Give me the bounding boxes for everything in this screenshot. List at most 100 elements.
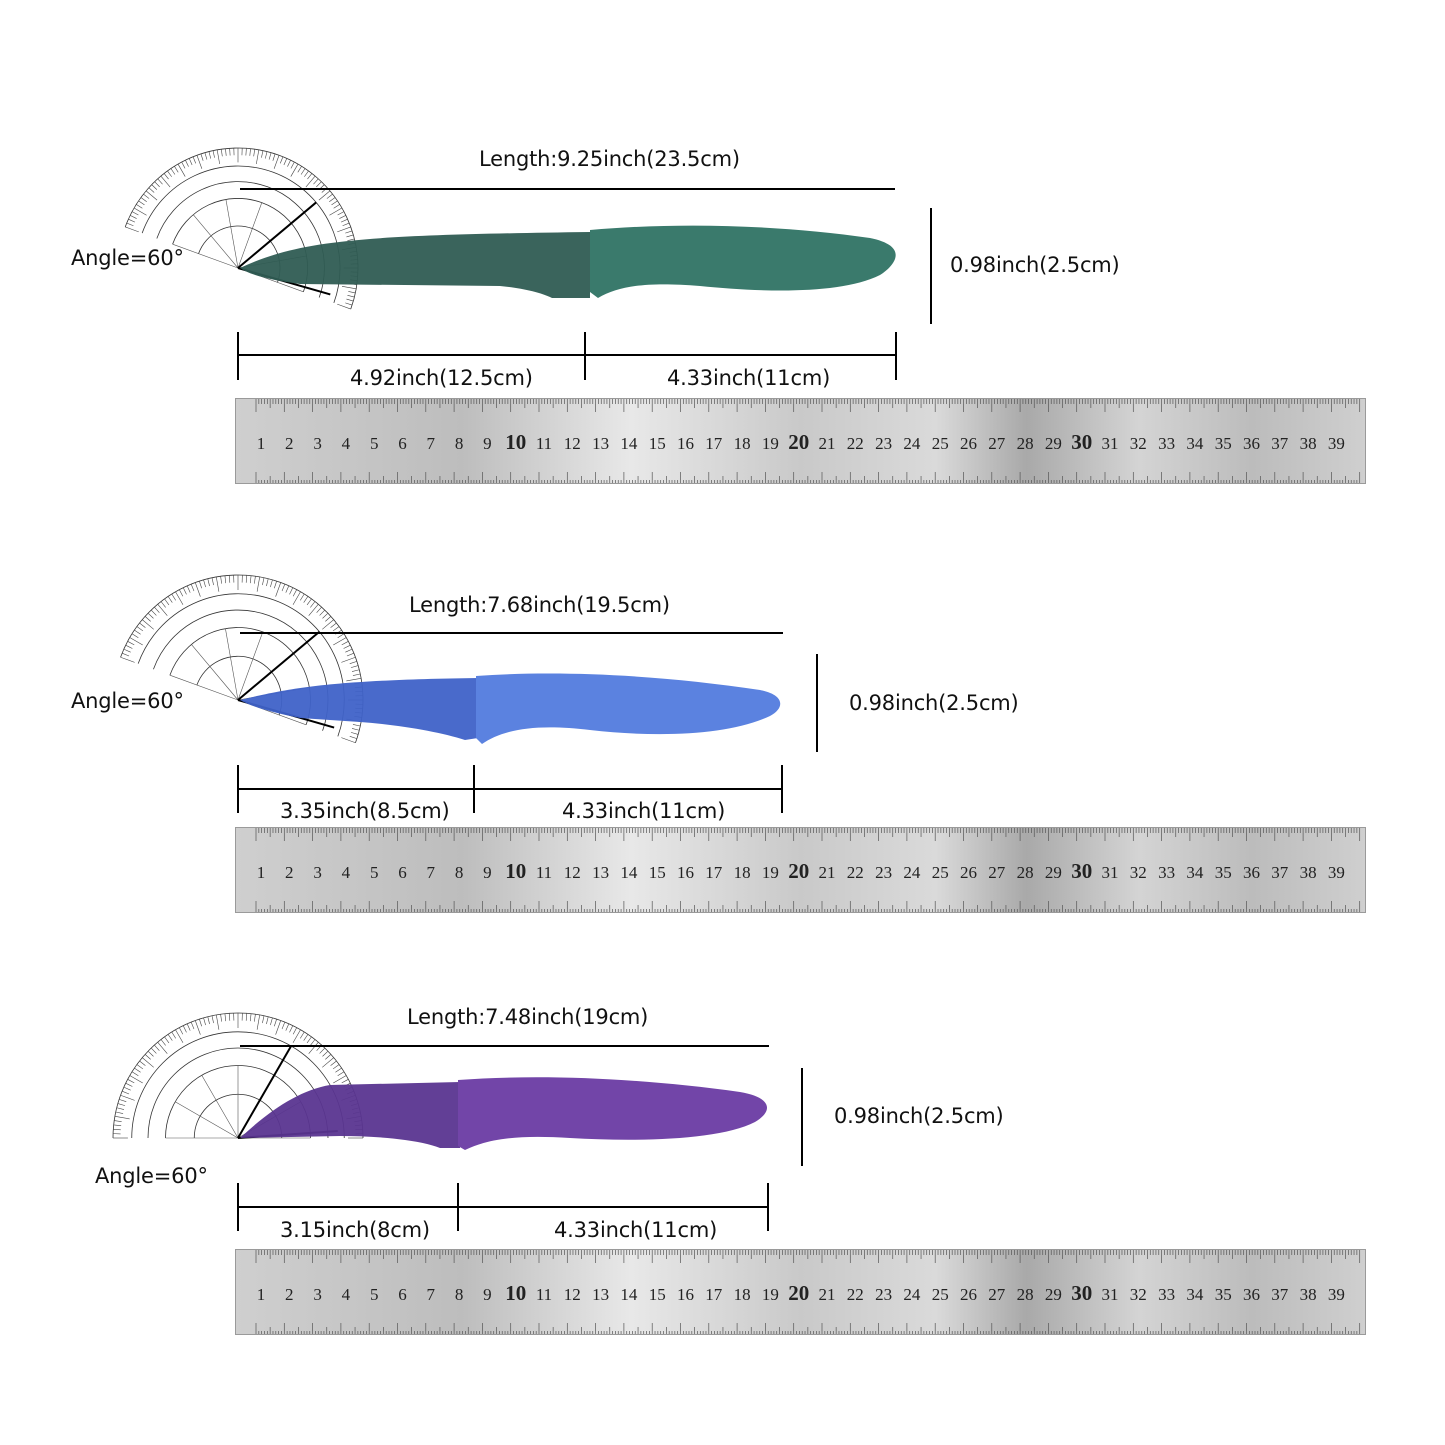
protractor-tick bbox=[319, 1047, 326, 1054]
ruler-number: 38 bbox=[1300, 863, 1317, 882]
protractor-tick bbox=[154, 181, 160, 188]
protractor-tick bbox=[126, 222, 134, 227]
protractor-tick bbox=[322, 1057, 334, 1068]
protractor-tick bbox=[333, 637, 347, 646]
protractor-tick bbox=[167, 596, 173, 603]
ruler-number: 23 bbox=[875, 1285, 892, 1304]
dim-line-2 bbox=[238, 788, 783, 790]
protractor-tick bbox=[254, 576, 256, 584]
protractor-tick bbox=[150, 1047, 157, 1054]
protractor-tick bbox=[130, 215, 137, 219]
protractor-tick bbox=[224, 575, 227, 584]
protractor-tick bbox=[171, 593, 176, 601]
ruler-number: 28 bbox=[1017, 863, 1034, 882]
ruler-number: 34 bbox=[1186, 1285, 1204, 1304]
protractor-tick bbox=[319, 609, 326, 616]
protractor-tick bbox=[351, 728, 360, 731]
ruler-number: 29 bbox=[1045, 863, 1062, 882]
protractor-tick bbox=[270, 579, 273, 588]
protractor-tick bbox=[245, 575, 248, 583]
protractor-tick bbox=[221, 149, 223, 157]
ruler-number: 24 bbox=[903, 863, 921, 882]
protractor-tick bbox=[337, 303, 351, 310]
protractor-tick bbox=[192, 156, 197, 164]
protractor-tick bbox=[343, 644, 351, 649]
protractor-tick bbox=[350, 665, 359, 668]
ruler-number: 17 bbox=[705, 434, 723, 453]
protractor-tick bbox=[266, 1016, 269, 1025]
protractor-tick bbox=[196, 155, 203, 169]
protractor-tick bbox=[203, 579, 206, 588]
protractor-tick bbox=[163, 173, 169, 180]
protractor-tick bbox=[228, 575, 231, 583]
protractor-tick bbox=[325, 1054, 332, 1060]
protractor-tick bbox=[330, 1060, 337, 1066]
protractor-tick bbox=[305, 175, 316, 188]
protractor-tick bbox=[339, 215, 346, 219]
protractor-tick bbox=[325, 616, 332, 622]
protractor-tick bbox=[275, 1020, 282, 1035]
protractor-tick bbox=[120, 656, 135, 663]
protractor-tick bbox=[310, 601, 316, 608]
knife-3-artwork bbox=[112, 1012, 767, 1150]
protractor-ray bbox=[175, 1101, 239, 1139]
ruler-number: 7 bbox=[427, 863, 436, 882]
ruler-number: 3 bbox=[313, 434, 322, 453]
protractor-ray bbox=[225, 628, 239, 701]
ruler-number: 36 bbox=[1243, 434, 1260, 453]
ruler-number: 7 bbox=[427, 434, 436, 453]
protractor-tick bbox=[283, 158, 288, 166]
protractor-tick bbox=[266, 578, 269, 587]
ruler-number: 32 bbox=[1130, 863, 1147, 882]
protractor-tick bbox=[290, 163, 299, 177]
protractor-tick bbox=[292, 1027, 297, 1035]
dim-line-3 bbox=[238, 1206, 769, 1208]
ruler-number: 22 bbox=[847, 434, 864, 453]
ruler-number: 13 bbox=[592, 434, 609, 453]
ruler-number: 3 bbox=[313, 1285, 322, 1304]
protractor-tick bbox=[245, 148, 247, 156]
ruler-number: 4 bbox=[342, 863, 351, 882]
ruler-number: 15 bbox=[649, 863, 666, 882]
protractor-tick bbox=[203, 1017, 206, 1026]
ruler-number: 19 bbox=[762, 863, 779, 882]
ruler-number: 4 bbox=[342, 1285, 351, 1304]
protractor-tick bbox=[322, 619, 334, 630]
protractor-tick bbox=[313, 178, 319, 185]
ruler-number: 1 bbox=[257, 434, 266, 453]
protractor-tick bbox=[303, 596, 309, 603]
ruler-number: 18 bbox=[734, 863, 751, 882]
protractor-tick bbox=[125, 1082, 133, 1087]
protractor-tick bbox=[131, 633, 139, 638]
ruler-number: 10 bbox=[505, 430, 526, 454]
ruler-number: 3 bbox=[313, 863, 322, 882]
protractor-tick bbox=[274, 1019, 277, 1027]
protractor-tick bbox=[212, 150, 215, 158]
ruler-number: 22 bbox=[847, 863, 864, 882]
protractor-tick bbox=[337, 633, 345, 638]
ruler-number: 17 bbox=[705, 863, 723, 882]
protractor-tick bbox=[345, 302, 353, 306]
protractor-tick bbox=[207, 1016, 210, 1025]
knife-1-blade bbox=[240, 232, 590, 298]
ruler-number: 5 bbox=[370, 434, 379, 453]
protractor-tick bbox=[254, 1014, 256, 1022]
ruler-number: 1 bbox=[257, 1285, 266, 1304]
ruler-number: 10 bbox=[505, 1281, 526, 1305]
ruler-number: 31 bbox=[1102, 863, 1119, 882]
protractor-tick bbox=[256, 576, 261, 592]
protractor-ray bbox=[237, 202, 263, 269]
protractor-tick bbox=[121, 1090, 130, 1095]
protractor-tick bbox=[142, 619, 154, 630]
ruler-number: 5 bbox=[370, 1285, 379, 1304]
protractor-tick bbox=[270, 1017, 273, 1026]
ruler-number: 25 bbox=[932, 434, 949, 453]
protractor-tick bbox=[171, 1031, 176, 1039]
ruler-number: 14 bbox=[620, 863, 638, 882]
ruler-number: 15 bbox=[649, 434, 666, 453]
protractor-tick bbox=[147, 1050, 154, 1057]
protractor-tick bbox=[199, 581, 202, 589]
protractor-tick bbox=[144, 616, 151, 622]
blade-label-1: 4.92inch(12.5cm) bbox=[350, 366, 533, 390]
height-label-2: 0.98inch(2.5cm) bbox=[849, 691, 1019, 715]
